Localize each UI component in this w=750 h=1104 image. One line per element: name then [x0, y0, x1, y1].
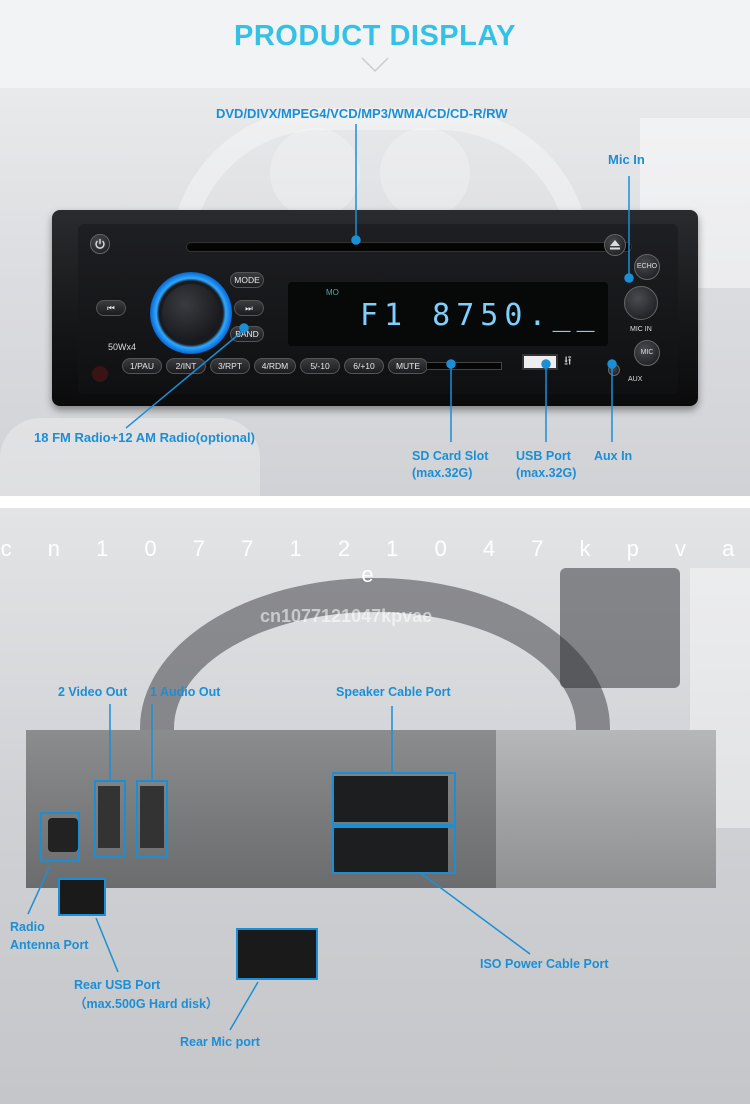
lcd-mo-indicator: MO	[326, 288, 339, 297]
watermark: cn1077121047kpvae	[260, 606, 433, 626]
radio-back-unit	[26, 730, 716, 888]
prev-track-button[interactable]: ⏮	[96, 300, 126, 316]
panel-gap	[0, 496, 750, 508]
audio-out-label: 1 Audio Out	[150, 685, 221, 699]
aux-small-label: AUX	[628, 376, 643, 383]
sd-card-slot[interactable]	[426, 362, 502, 370]
radio-faceplate: ECHO MODE BAND ⏮ ⏭ 50Wx4 MO F1 8750.__ 1…	[78, 224, 678, 394]
power-icon	[95, 239, 105, 249]
echo-button[interactable]: ECHO	[634, 254, 660, 280]
preset-5-button[interactable]: 5/-10	[300, 358, 340, 374]
rear-usb-plug	[58, 878, 106, 916]
radio-front-unit: ECHO MODE BAND ⏮ ⏭ 50Wx4 MO F1 8750.__ 1…	[52, 210, 698, 406]
rear-mic-label: Rear Mic port	[180, 1035, 260, 1049]
iso-power-label: ISO Power Cable Port	[480, 957, 609, 971]
rca-video-jacks	[98, 786, 120, 848]
mode-button[interactable]: MODE	[230, 272, 264, 288]
rear-usb-label-line1: Rear USB Port	[74, 978, 161, 992]
switch-panel-backdrop	[560, 568, 680, 688]
rca-audio-jacks	[140, 786, 164, 848]
eject-icon	[610, 240, 620, 250]
disc-slot	[186, 242, 632, 252]
antenna-socket	[48, 818, 78, 852]
antenna-label: Radio Antenna Port	[10, 918, 88, 954]
watermark-spaced: c n 1 0 7 7 1 2 1 0 4 7 k p v a e	[0, 536, 750, 587]
power-button[interactable]	[90, 234, 110, 254]
speaker-connector	[334, 776, 448, 822]
speaker-port-highlight	[332, 772, 456, 826]
audio-out-highlight	[136, 780, 168, 858]
mic-button[interactable]: MIC	[634, 340, 660, 366]
lcd-frequency: F1 8750.__	[360, 298, 601, 333]
preset-6-button[interactable]: 6/+10	[344, 358, 384, 374]
gauge-backdrop	[380, 128, 470, 218]
chevron-down-icon	[361, 57, 389, 73]
iso-power-connector	[334, 826, 448, 872]
preset-4-button[interactable]: 4/RDM	[254, 358, 296, 374]
preset-1-button[interactable]: 1/PAU	[122, 358, 162, 374]
usb-port-label-line1: USB Port	[516, 449, 571, 463]
power-rating: 50Wx4	[108, 342, 137, 352]
video-out-highlight	[94, 780, 126, 858]
usb-port-label-line2: (max.32G)	[516, 466, 577, 480]
mic-in-jack[interactable]	[624, 286, 658, 320]
radio-label: 18 FM Radio+12 AM Radio(optional)	[34, 430, 255, 445]
eject-button[interactable]	[604, 234, 626, 256]
preset-3-button[interactable]: 3/RPT	[210, 358, 250, 374]
lcd-display: MO F1 8750.__	[288, 282, 608, 346]
skip-forward-icon: ⏭	[245, 303, 253, 313]
antenna-label-line1: Radio	[10, 920, 45, 934]
sd-card-label-line1: SD Card Slot	[412, 449, 489, 463]
gauge-backdrop	[270, 128, 360, 218]
seat-backdrop	[0, 418, 260, 496]
antenna-highlight	[40, 812, 80, 862]
next-track-button[interactable]: ⏭	[234, 300, 264, 316]
mounting-cage	[496, 730, 716, 888]
iso-port-highlight	[332, 826, 456, 874]
rear-usb-label: Rear USB Port （max.500G Hard disk）	[74, 976, 219, 1014]
speaker-port-label: Speaker Cable Port	[336, 685, 451, 699]
skip-back-icon: ⏮	[107, 303, 115, 313]
formats-label: DVD/DIVX/MPEG4/VCD/MP3/WMA/CD/CD-R/RW	[216, 106, 508, 121]
header: PRODUCT DISPLAY	[0, 0, 750, 88]
rear-usb-label-line2: （max.500G Hard disk）	[74, 997, 219, 1011]
antenna-label-line2: Antenna Port	[10, 938, 89, 952]
rear-mic-plug	[236, 928, 318, 980]
usb-port-label: USB Port (max.32G)	[516, 448, 576, 482]
mic-in-small-label: MIC IN	[630, 326, 652, 333]
sd-card-label: SD Card Slot (max.32G)	[412, 448, 488, 482]
aux-in-label: Aux In	[594, 449, 633, 463]
video-out-label: 2 Video Out	[58, 685, 128, 699]
sd-card-label-line2: (max.32G)	[412, 466, 473, 480]
mic-in-label: Mic In	[608, 152, 645, 167]
ir-sensor	[92, 366, 108, 382]
volume-knob[interactable]	[162, 284, 220, 342]
page-title: PRODUCT DISPLAY	[234, 20, 516, 52]
usb-icon: ⭿	[564, 354, 572, 368]
